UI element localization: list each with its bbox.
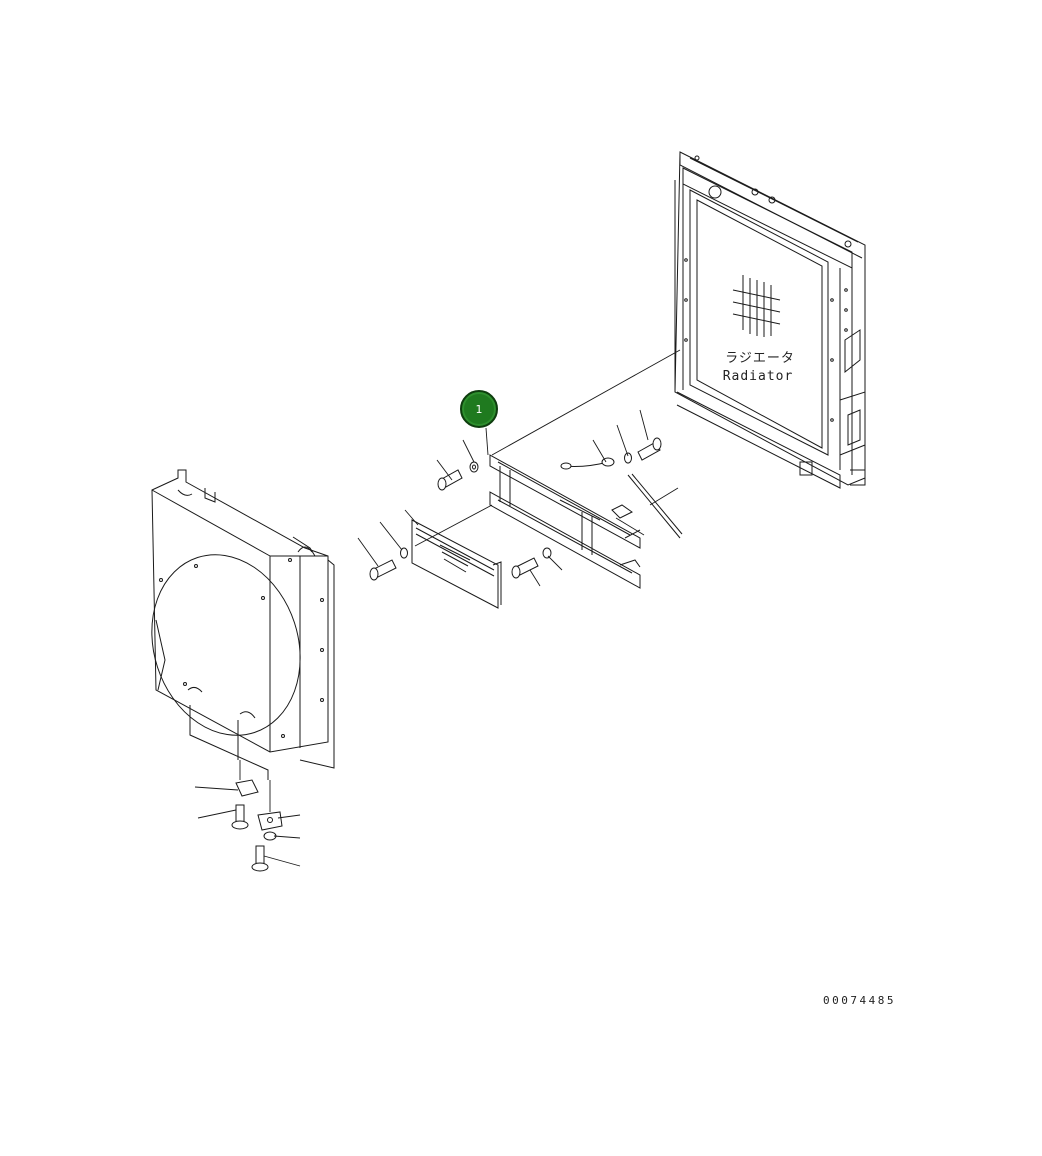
radiator-label-en: Radiator <box>723 369 794 384</box>
screen-panel <box>411 519 502 609</box>
radiator-label-jp: ラジエータ <box>725 351 795 366</box>
bolt-lower-left <box>231 804 249 830</box>
bolt-lower-right <box>251 845 269 872</box>
leader-lines-center <box>357 409 679 587</box>
fan-shroud <box>151 469 335 780</box>
washer-mid-right <box>542 547 552 559</box>
hose-clamp <box>560 457 615 470</box>
leader-lines-lower <box>194 760 301 867</box>
drawing-number: 00074485 <box>823 994 896 1007</box>
alignment-line <box>491 349 681 456</box>
bolt-top-right <box>637 437 662 461</box>
washer-top-right <box>624 452 632 464</box>
stay-rod <box>627 473 683 539</box>
bolt-mid-left <box>369 559 397 581</box>
callout-badge-1[interactable]: 1 <box>460 390 498 428</box>
bracket-plate-lower <box>257 811 283 831</box>
support-bracket-assembly <box>489 454 641 589</box>
bolt-top-left <box>437 469 463 491</box>
washer-top-left <box>469 461 479 473</box>
bolt-mid-right <box>511 557 539 579</box>
radiator-assembly: ラジエータ Radiator <box>674 151 866 489</box>
washer-mid-left <box>400 547 408 559</box>
radiator-core-symbol <box>732 275 781 337</box>
clip-plate <box>235 779 259 797</box>
